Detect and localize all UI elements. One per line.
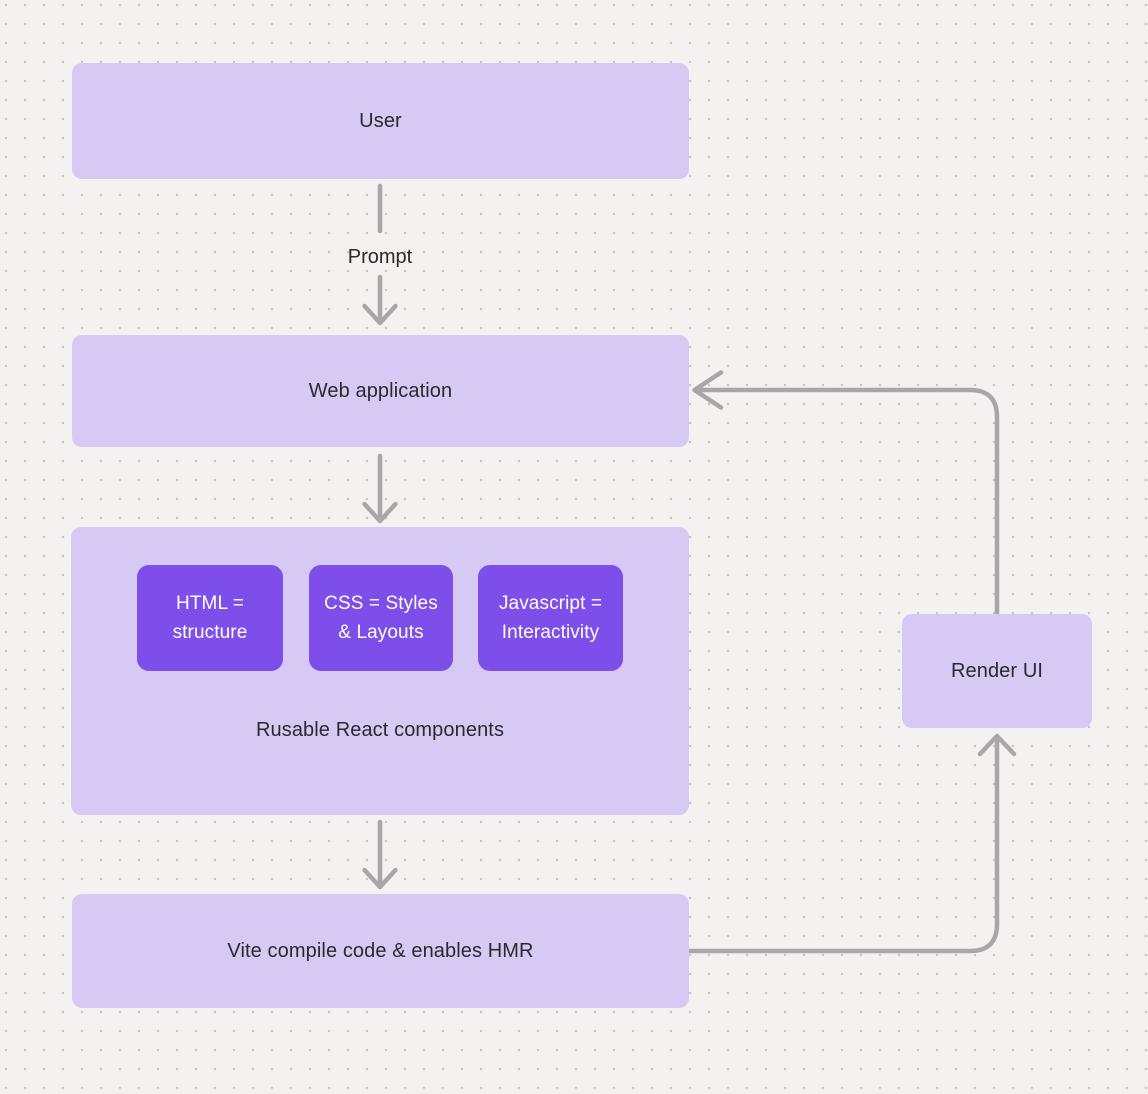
node-css-chip[interactable]: CSS = Styles & Layouts (309, 565, 453, 671)
css-chip-line2: & Layouts (338, 622, 424, 643)
connector-webapp-to-components (362, 453, 398, 524)
arrowhead-up-icon (977, 733, 1017, 757)
node-vite-label: Vite compile code & enables HMR (227, 939, 534, 962)
arrowhead-down-icon (362, 501, 398, 524)
html-chip-line2: structure (172, 622, 248, 643)
node-web-application-label: Web application (308, 379, 453, 402)
html-chip-line1: HTML = (176, 593, 244, 614)
css-chip-line1: CSS = Styles (324, 593, 438, 614)
node-render-ui[interactable]: Render UI (902, 614, 1092, 728)
arrowhead-down-icon (362, 303, 398, 326)
node-components-group[interactable]: HTML = structure CSS = Styles & Layouts … (71, 527, 689, 815)
connector-vite-to-renderui (686, 733, 1017, 954)
javascript-chip-line1: Javascript = (498, 593, 603, 614)
edge-label-prompt: Prompt (347, 246, 413, 268)
components-group-label: Rusable React components (255, 719, 505, 741)
connector-user-to-webapp (362, 183, 398, 326)
node-web-application[interactable]: Web application (72, 335, 689, 447)
javascript-chip-line2: Interactivity (501, 622, 600, 643)
node-user[interactable]: User (72, 63, 689, 179)
node-render-ui-label: Render UI (950, 659, 1044, 682)
connector-renderui-to-webapp (692, 370, 1000, 617)
node-html-chip[interactable]: HTML = structure (137, 565, 283, 671)
arrowhead-down-icon (362, 867, 398, 890)
node-user-label: User (359, 109, 402, 132)
node-vite[interactable]: Vite compile code & enables HMR (72, 894, 689, 1008)
node-javascript-chip[interactable]: Javascript = Interactivity (478, 565, 623, 671)
connector-components-to-vite (362, 819, 398, 890)
arrowhead-left-icon (692, 370, 724, 410)
